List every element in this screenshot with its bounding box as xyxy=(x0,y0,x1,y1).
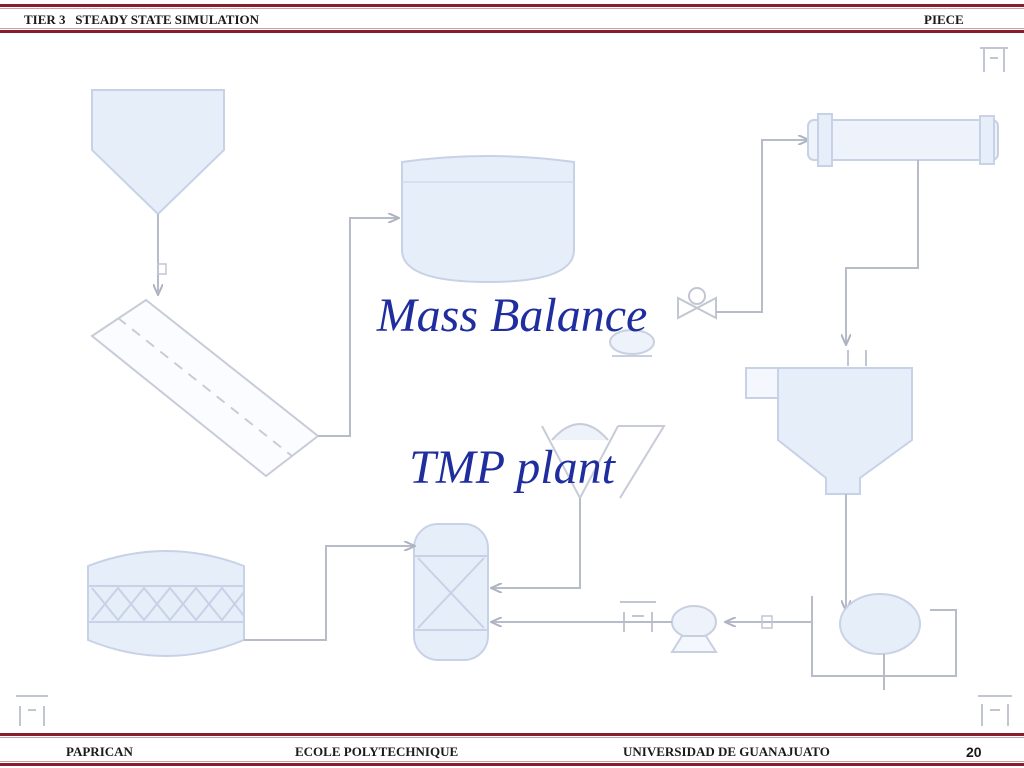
footer-org-polytechnique: ECOLE POLYTECHNIQUE xyxy=(295,744,459,759)
latency-chest xyxy=(811,593,957,690)
control-valve-icon xyxy=(677,287,717,320)
pump-icon xyxy=(609,329,655,357)
refiner-tube xyxy=(807,113,999,167)
footer-bar: PAPRICAN ECOLE POLYTECHNIQUE UNIVERSIDAD… xyxy=(0,733,1024,766)
transfer-pump-icon xyxy=(670,605,718,653)
process-flow-diagram xyxy=(16,47,1012,726)
header-bar: TIER 3 STEADY STATE SIMULATION PIECE xyxy=(0,4,1024,33)
drum-press xyxy=(87,550,245,657)
corner-valve-icon xyxy=(980,47,1008,72)
header-title: TIER 3 STEADY STATE SIMULATION xyxy=(24,12,260,27)
screen-vessel xyxy=(413,523,489,661)
footer-org-guanajuato: UNIVERSIDAD DE GUANAJUATO xyxy=(623,744,830,759)
bottom-valve-icon xyxy=(620,601,656,632)
storage-tank xyxy=(401,155,575,284)
chip-hopper xyxy=(91,89,225,294)
header-project: PIECE xyxy=(924,12,964,27)
cyclone-separator xyxy=(745,350,913,495)
footer-org-paprican: PAPRICAN xyxy=(66,744,133,759)
page-number: 20 xyxy=(966,744,982,760)
corner-valve-icon xyxy=(16,695,48,726)
slide-title: Mass Balance xyxy=(376,289,648,342)
corner-valve-icon xyxy=(978,695,1012,726)
slide-subtitle: TMP plant xyxy=(409,441,615,494)
